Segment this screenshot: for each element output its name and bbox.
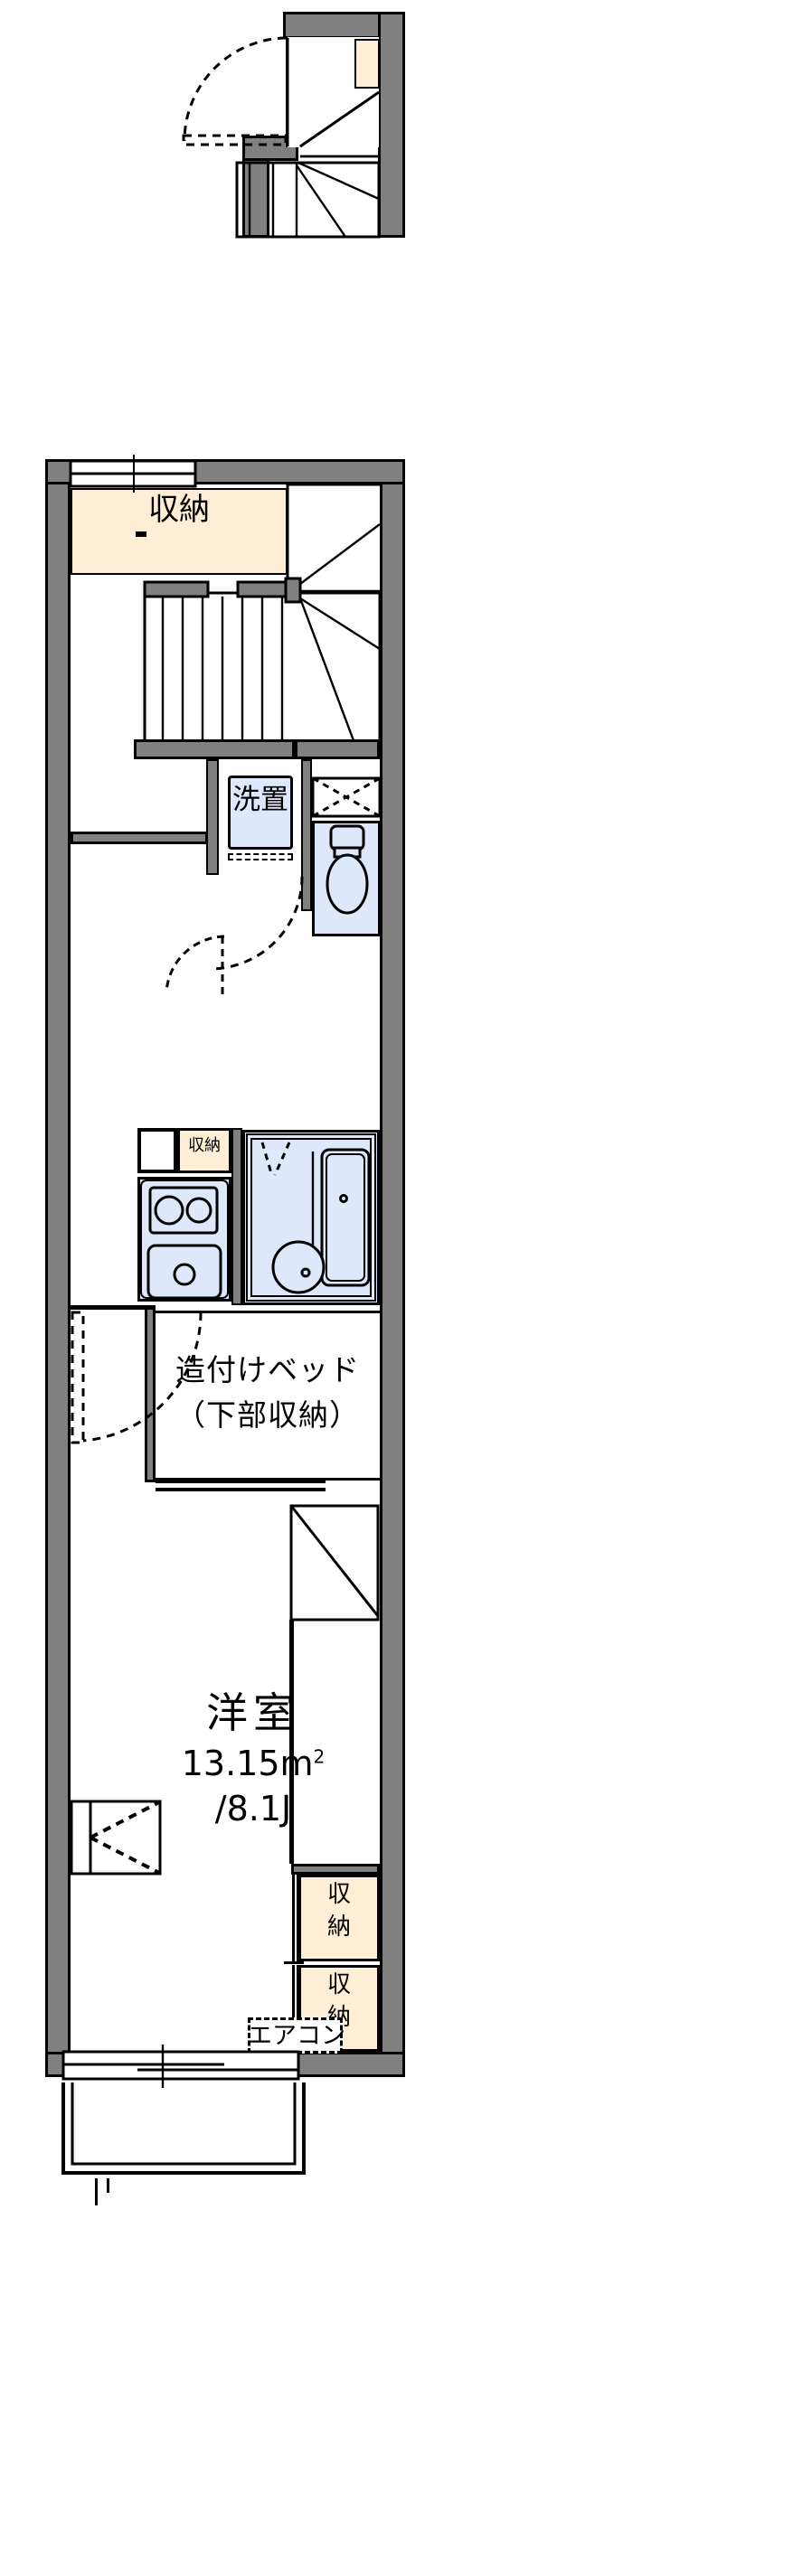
wall-toilet-left xyxy=(301,759,312,911)
main-room-area: 13.15m2 xyxy=(136,1744,371,1783)
closet-right-upper xyxy=(298,1875,380,1961)
bed-threshold-2 xyxy=(156,1488,326,1491)
kitchen-upper-cabinet xyxy=(137,1128,177,1173)
closet-right-lower-label-1: 収 xyxy=(326,1971,351,1998)
balcony-sliding-door[interactable] xyxy=(61,2045,300,2088)
wall-bath-left xyxy=(231,1128,242,1305)
hall-door-swing-small[interactable] xyxy=(161,933,231,998)
main-staircase xyxy=(143,483,382,759)
laundry-space xyxy=(228,776,293,850)
upper-closet xyxy=(354,39,380,89)
closet-right-upper-label-1: 収 xyxy=(326,1881,351,1908)
balcony xyxy=(61,2081,307,2182)
aircon-box xyxy=(248,2017,343,2054)
balcony-tick-2 xyxy=(107,2178,109,2193)
top-sliding-window[interactable] xyxy=(69,455,197,493)
wall-below-stairs xyxy=(134,739,295,759)
room-entry-door[interactable] xyxy=(71,1311,208,1452)
toilet-overhead-shelf xyxy=(311,776,382,818)
under-stair-void xyxy=(289,1502,380,1622)
closet-rail-vertical-d xyxy=(297,1965,299,2052)
aircon-label: エアコン xyxy=(248,2022,345,2050)
bed-threshold xyxy=(156,1479,326,1483)
upper-wall-right xyxy=(378,12,405,238)
closet-rail-vertical-c xyxy=(292,1965,295,2052)
built-in-bed-label-1: 造付けベッド xyxy=(175,1352,360,1387)
closet-right-upper-label-2: 納 xyxy=(326,1913,351,1941)
outer-wall-right xyxy=(380,459,405,2077)
toilet-fixture xyxy=(318,824,376,931)
closet-rail-vertical-a xyxy=(292,1875,295,1961)
balcony-tick xyxy=(95,2178,98,2205)
closet-upper xyxy=(71,488,288,575)
closet-right-top-beam xyxy=(291,1864,380,1875)
area-superscript: 2 xyxy=(313,1745,326,1768)
left-wall-window[interactable] xyxy=(70,1800,162,1876)
upper-staircase xyxy=(235,36,407,240)
wall-laundry-left xyxy=(206,759,219,875)
closet-rail-vertical-b xyxy=(297,1875,299,1961)
wall-left-stub xyxy=(136,531,146,537)
closet-rail-tick xyxy=(284,1961,304,1964)
main-room-name: 洋室 xyxy=(206,1688,300,1737)
kitchen-closet xyxy=(177,1128,231,1173)
built-in-bed-label-2: （下部収納） xyxy=(175,1397,360,1433)
wall-corridor-left xyxy=(71,832,208,844)
kitchen-closet-label: 収納 xyxy=(188,1136,221,1155)
hall-threshold xyxy=(71,1305,154,1310)
unit-bath-fixtures xyxy=(242,1130,380,1305)
main-room-jo: /8.1J xyxy=(214,1789,292,1829)
kitchen-fixtures xyxy=(137,1177,231,1302)
built-in-bed xyxy=(156,1311,380,1481)
wall-below-stairs-right xyxy=(295,739,380,759)
laundry-door[interactable] xyxy=(228,853,293,860)
laundry-label: 洗置 xyxy=(232,784,288,816)
under-stair-wall xyxy=(289,1620,294,1864)
entrance-door[interactable] xyxy=(179,34,292,152)
hall-door-swing[interactable] xyxy=(208,875,307,976)
outer-wall-left xyxy=(45,459,71,2077)
closet-upper-label: 収納 xyxy=(148,492,210,528)
